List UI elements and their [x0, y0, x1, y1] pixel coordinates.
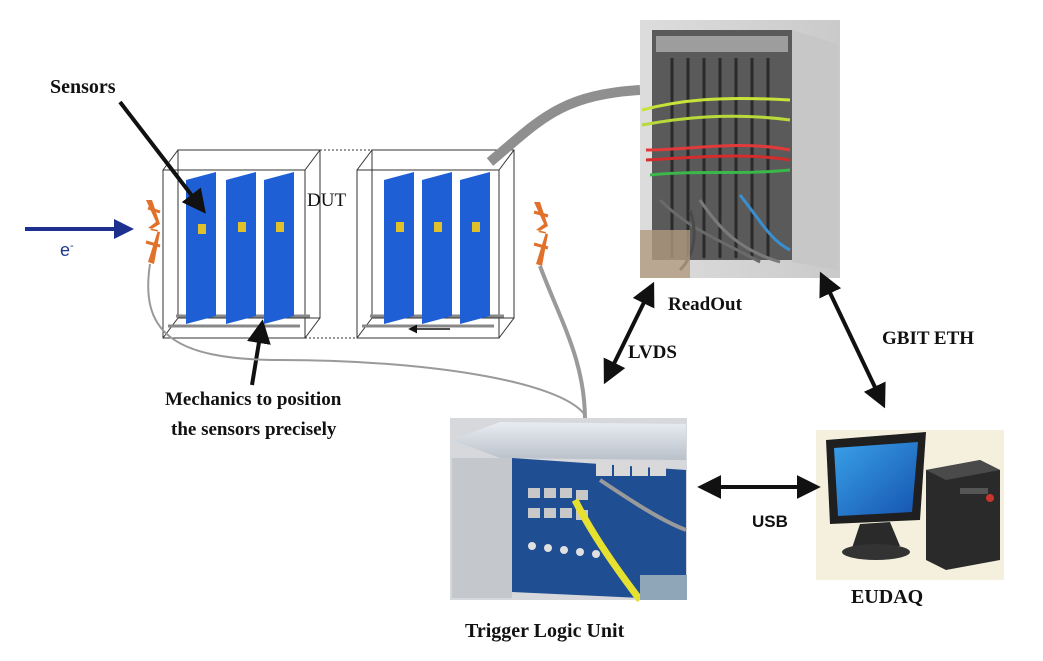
mechanics-pointer-arrow — [247, 319, 271, 386]
sensor-plane — [422, 172, 452, 324]
mechanics-label-line1: Mechanics to position — [165, 389, 342, 410]
sensor-plane — [226, 172, 256, 324]
trigger-cable-right — [538, 265, 587, 421]
dut-connector — [305, 149, 370, 339]
eudaq-label: EUDAQ — [851, 586, 924, 608]
gbit-eth-label: GBIT ETH — [882, 328, 975, 349]
sensor-plane — [264, 172, 294, 324]
sensors-label: Sensors — [50, 76, 116, 98]
sensor-plane — [460, 172, 490, 324]
gbit-eth-link-arrow — [819, 271, 886, 409]
lvds-link-arrow — [603, 281, 655, 385]
eudaq-computer-icon — [816, 430, 1004, 580]
scintillator-icon — [533, 202, 549, 266]
beam-particle-label: e- — [60, 240, 74, 261]
dut-label: DUT — [307, 190, 347, 211]
trigger-logic-unit-photo — [450, 418, 687, 603]
mechanics-label-line2: the sensors precisely — [171, 419, 337, 440]
flat-cable — [486, 85, 641, 166]
sensors-pointer-arrow — [118, 100, 206, 214]
trigger-logic-unit-label: Trigger Logic Unit — [465, 620, 625, 642]
trigger-cable-left — [147, 263, 586, 416]
scintillator-icon — [145, 200, 161, 264]
usb-label: USB — [752, 512, 788, 531]
beam-particle-symbol: e — [60, 240, 71, 260]
lvds-label: LVDS — [628, 342, 677, 363]
readout-label: ReadOut — [668, 294, 742, 315]
mechanics-label: Mechanics to position the sensors precis… — [165, 385, 341, 445]
beam-particle-charge: - — [70, 240, 74, 252]
readout-crate-photo — [640, 20, 840, 278]
sensor-plane — [384, 172, 414, 324]
